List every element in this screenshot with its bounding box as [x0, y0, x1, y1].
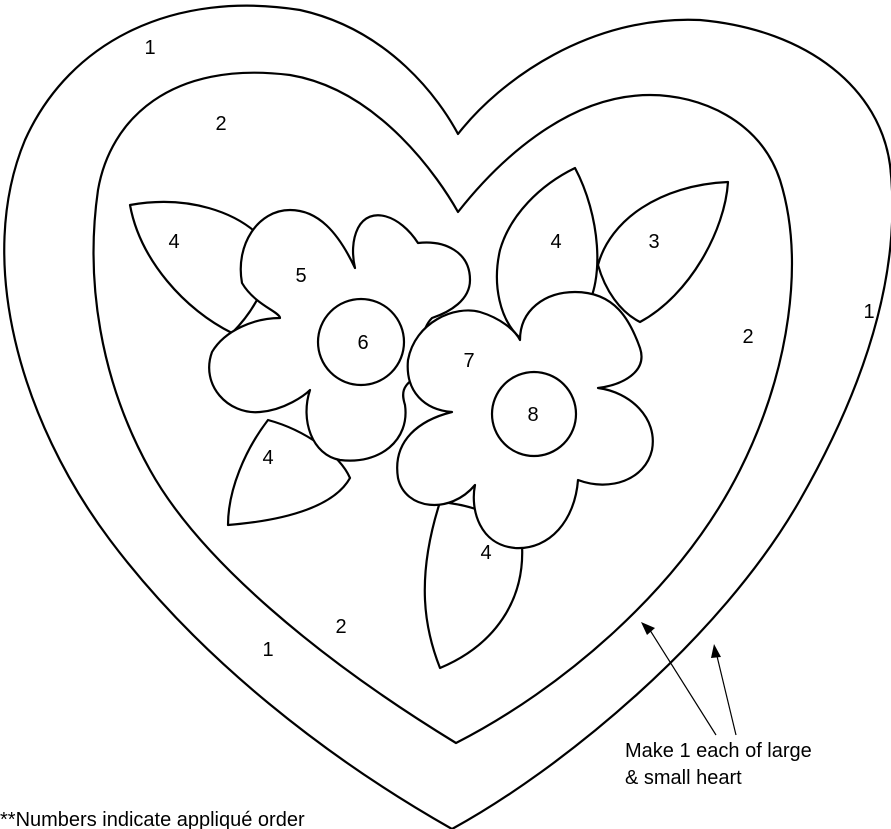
label-large-heart-right: 1: [863, 301, 874, 323]
label-leaf-top-left: 4: [168, 231, 179, 253]
label-small-heart-right: 2: [742, 326, 753, 348]
footnote: **Numbers indicate appliqué order: [0, 809, 305, 829]
label-flower-right-center: 8: [527, 404, 538, 426]
label-small-heart-bottom: 2: [335, 616, 346, 638]
label-large-heart-top: 1: [144, 37, 155, 59]
callout-text-line-1: Make 1 each of large: [625, 740, 812, 762]
label-leaf-left-bottom: 4: [262, 447, 273, 469]
label-flower-left-center: 6: [357, 332, 368, 354]
label-flower-right: 7: [463, 350, 474, 372]
callout-text-line-2: & small heart: [625, 767, 742, 789]
label-flower-left: 5: [295, 265, 306, 287]
label-leaf-top-middle: 4: [550, 231, 561, 253]
label-leaf-top-right: 3: [648, 231, 659, 253]
callout-arrow-large-heart: [716, 652, 736, 735]
label-small-heart-top: 2: [215, 113, 226, 135]
label-large-heart-bottom: 1: [262, 639, 273, 661]
callout-arrowhead-large-heart: [711, 644, 721, 658]
label-leaf-bottom: 4: [480, 542, 491, 564]
